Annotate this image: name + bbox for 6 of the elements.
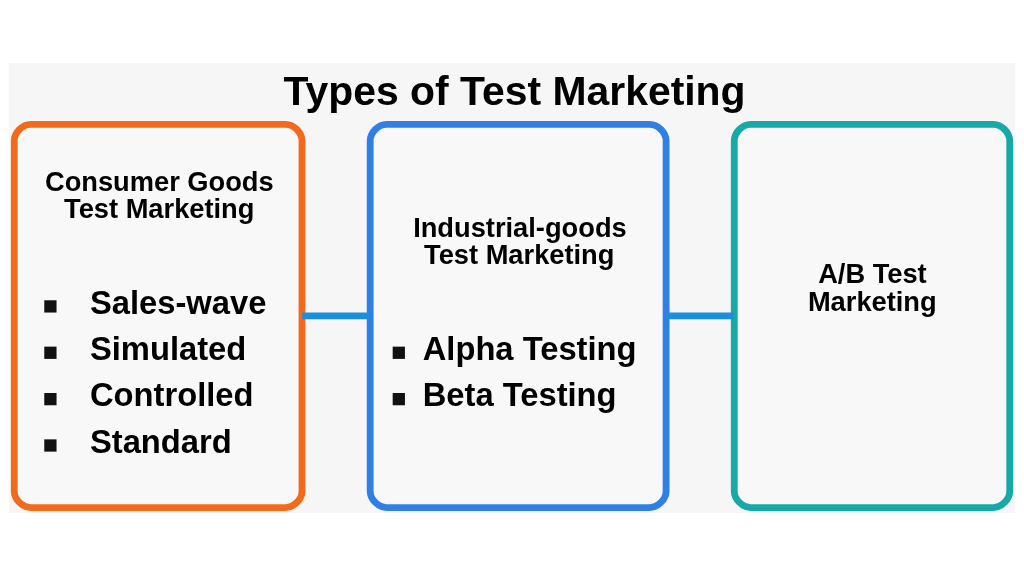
connector: [302, 312, 371, 320]
node-box: Industrial-goods Test Marketing Alpha Testing Beta Testing: [366, 120, 670, 511]
node-box: Consumer Goods Test Marketing Sales-wave Simulated Controlled Standard: [10, 120, 306, 511]
connector: [666, 312, 734, 320]
diagram-title: Types of Test Marketing: [283, 68, 746, 115]
node-box: A/B Test Marketing: [730, 120, 1014, 511]
